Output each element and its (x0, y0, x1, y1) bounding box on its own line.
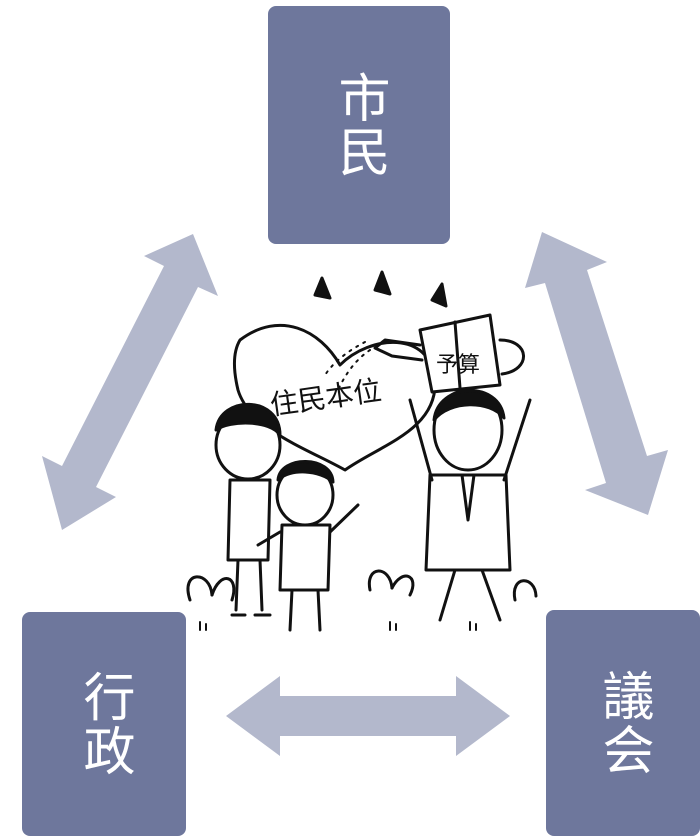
citizen-label: 市民 (329, 71, 389, 179)
sparkle-icon (373, 270, 392, 296)
administration-box: 行政 (22, 612, 186, 836)
sprouts (186, 569, 538, 602)
assembly-label: 議会 (593, 669, 653, 777)
child-figure (256, 460, 360, 632)
citizen-first-illustration: 住民本位 予算 (186, 270, 538, 632)
watering-can (418, 313, 502, 394)
heart-banner (232, 323, 437, 472)
can-text: 予算 (436, 353, 480, 378)
woman-figure (214, 402, 282, 617)
sparkle-icon (313, 276, 332, 300)
arrow-administration-assembly (226, 676, 510, 756)
sparkle-icon (430, 282, 448, 308)
administration-label: 行政 (74, 670, 134, 778)
assembly-box: 議会 (546, 610, 700, 836)
man-figure (408, 388, 532, 622)
arrow-citizen-administration (42, 234, 218, 530)
citizen-box: 市民 (268, 6, 450, 244)
arrow-citizen-assembly (525, 232, 668, 515)
